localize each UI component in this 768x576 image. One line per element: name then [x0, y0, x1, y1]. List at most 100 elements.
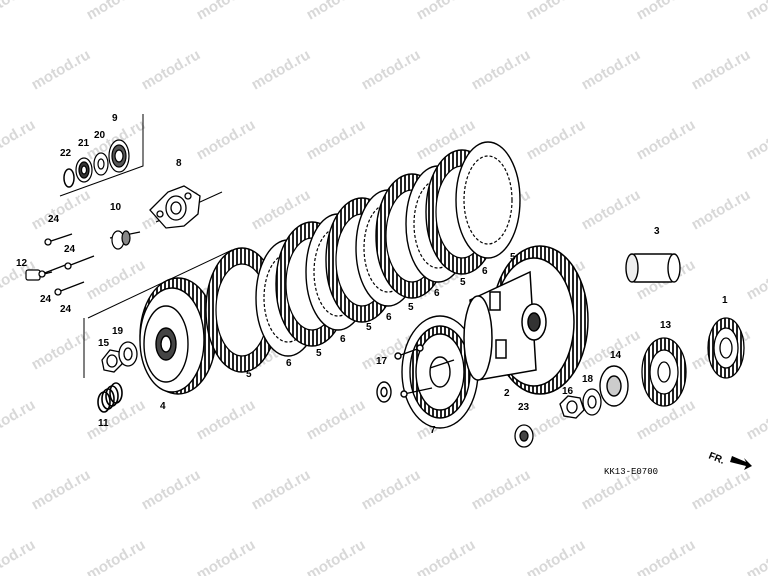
part-label-2: 2	[504, 388, 510, 399]
part-label-5b: 5	[316, 348, 322, 359]
watermark-text: motod.ru	[249, 46, 314, 93]
watermark-text: motod.ru	[689, 466, 754, 513]
clutch-outer-2	[463, 245, 589, 395]
part-label-24c: 24	[40, 294, 52, 305]
bushing-14	[599, 365, 629, 407]
part-label-1: 1	[722, 295, 728, 306]
bearing-9	[108, 139, 130, 173]
watermark-text: motod.ru	[194, 536, 259, 576]
watermark-text: motod.ru	[359, 46, 424, 93]
nut-15	[101, 349, 123, 373]
watermark-text: motod.ru	[0, 396, 38, 443]
watermark-text: motod.ru	[29, 186, 94, 233]
watermark-text: motod.ru	[579, 46, 644, 93]
washer-19	[118, 341, 138, 367]
watermark-text: motod.ru	[634, 116, 699, 163]
part-label-11: 11	[98, 418, 109, 429]
part-label-24d: 24	[60, 304, 72, 315]
part-label-15: 15	[98, 338, 110, 349]
part-label-7: 7	[430, 425, 436, 436]
watermark-text: motod.ru	[304, 536, 369, 576]
watermark-text: motod.ru	[304, 396, 369, 443]
watermark-text: motod.ru	[524, 536, 589, 576]
part-label-14: 14	[610, 350, 622, 361]
watermark-text: motod.ru	[634, 0, 699, 23]
watermark-text: motod.ru	[524, 116, 589, 163]
bolts-24	[38, 233, 95, 296]
part-label-10: 10	[110, 202, 122, 213]
watermark-text: motod.ru	[689, 46, 754, 93]
needle-bearing-1	[707, 317, 745, 379]
part-label-18: 18	[582, 374, 594, 385]
part-label-6a: 6	[286, 358, 292, 369]
part-label-6b: 6	[340, 334, 346, 345]
part-label-5c: 5	[366, 322, 372, 333]
watermark-text: motod.ru	[359, 466, 424, 513]
bearing-21	[75, 157, 93, 183]
circlip-22	[63, 168, 75, 188]
part-labels: 1 2 3 4 5 5 5 5 5 5 6 6 6 6 6 7 8 9 10 1…	[16, 113, 728, 436]
watermark-text: motod.ru	[469, 46, 534, 93]
part-label-17: 17	[376, 356, 388, 367]
part-label-8: 8	[176, 158, 182, 169]
center-hub-7	[394, 315, 479, 429]
front-direction-label: FR.	[707, 451, 726, 467]
collar-3	[625, 253, 681, 283]
watermark-text: motod.ru	[689, 186, 754, 233]
part-label-9: 9	[112, 113, 118, 124]
watermark-text: motod.ru	[524, 0, 589, 23]
plain-plate	[455, 141, 521, 259]
watermark-text: motod.ru	[249, 466, 314, 513]
washer-20	[93, 152, 109, 176]
watermark-text: motod.ru	[84, 0, 149, 23]
watermark-text: motod.ru	[194, 116, 259, 163]
part-label-24b: 24	[64, 244, 76, 255]
watermark-text: motod.ru	[29, 466, 94, 513]
part-label-13: 13	[660, 320, 672, 331]
watermark-text: motod.ru	[634, 536, 699, 576]
watermark-text: motod.ru	[744, 396, 768, 443]
part-label-5e: 5	[460, 277, 466, 288]
washer-18	[582, 388, 602, 416]
gear-13	[641, 337, 687, 407]
watermark-text: motod.ru	[304, 116, 369, 163]
part-label-16: 16	[562, 386, 574, 397]
watermark-text: motod.ru	[84, 536, 149, 576]
spring-11	[97, 382, 123, 413]
part-label-21: 21	[78, 138, 90, 149]
pressure-plate-4	[139, 277, 217, 395]
part-label-23: 23	[518, 402, 530, 413]
part-label-6d: 6	[434, 288, 440, 299]
watermark-text: motod.ru	[139, 466, 204, 513]
watermark-text: motod.ru	[139, 46, 204, 93]
collar-23	[514, 424, 534, 448]
watermark-text: motod.ru	[0, 536, 38, 576]
front-arrow-icon	[730, 456, 752, 470]
watermark-text: motod.ru	[304, 0, 369, 23]
part-label-12: 12	[16, 258, 28, 269]
watermark-text: motod.ru	[744, 0, 768, 23]
disc-stack	[205, 141, 521, 373]
watermark-text: motod.ru	[744, 536, 768, 576]
diagram-code: KK13-E0700	[604, 467, 658, 477]
lifter-rod-10	[109, 230, 141, 250]
watermark-text: motod.ru	[744, 256, 768, 303]
part-label-20: 20	[94, 130, 106, 141]
part-label-24a: 24	[48, 214, 60, 225]
part-label-6e: 6	[482, 266, 488, 277]
watermark-text: motod.ru	[469, 466, 534, 513]
lock-nut-16	[559, 395, 585, 419]
washer-17	[376, 381, 392, 403]
watermark-text: motod.ru	[84, 256, 149, 303]
watermark-text: motod.ru	[29, 46, 94, 93]
part-label-19: 19	[112, 326, 124, 337]
watermark-text: motod.ru	[194, 0, 259, 23]
part-label-22: 22	[60, 148, 72, 159]
watermark-text: motod.ru	[0, 0, 38, 23]
part-label-3: 3	[654, 226, 660, 237]
watermark-text: motod.ru	[0, 116, 38, 163]
watermark-text: motod.ru	[414, 536, 479, 576]
lifter-plate-8	[149, 185, 201, 229]
watermark-text: motod.ru	[579, 186, 644, 233]
